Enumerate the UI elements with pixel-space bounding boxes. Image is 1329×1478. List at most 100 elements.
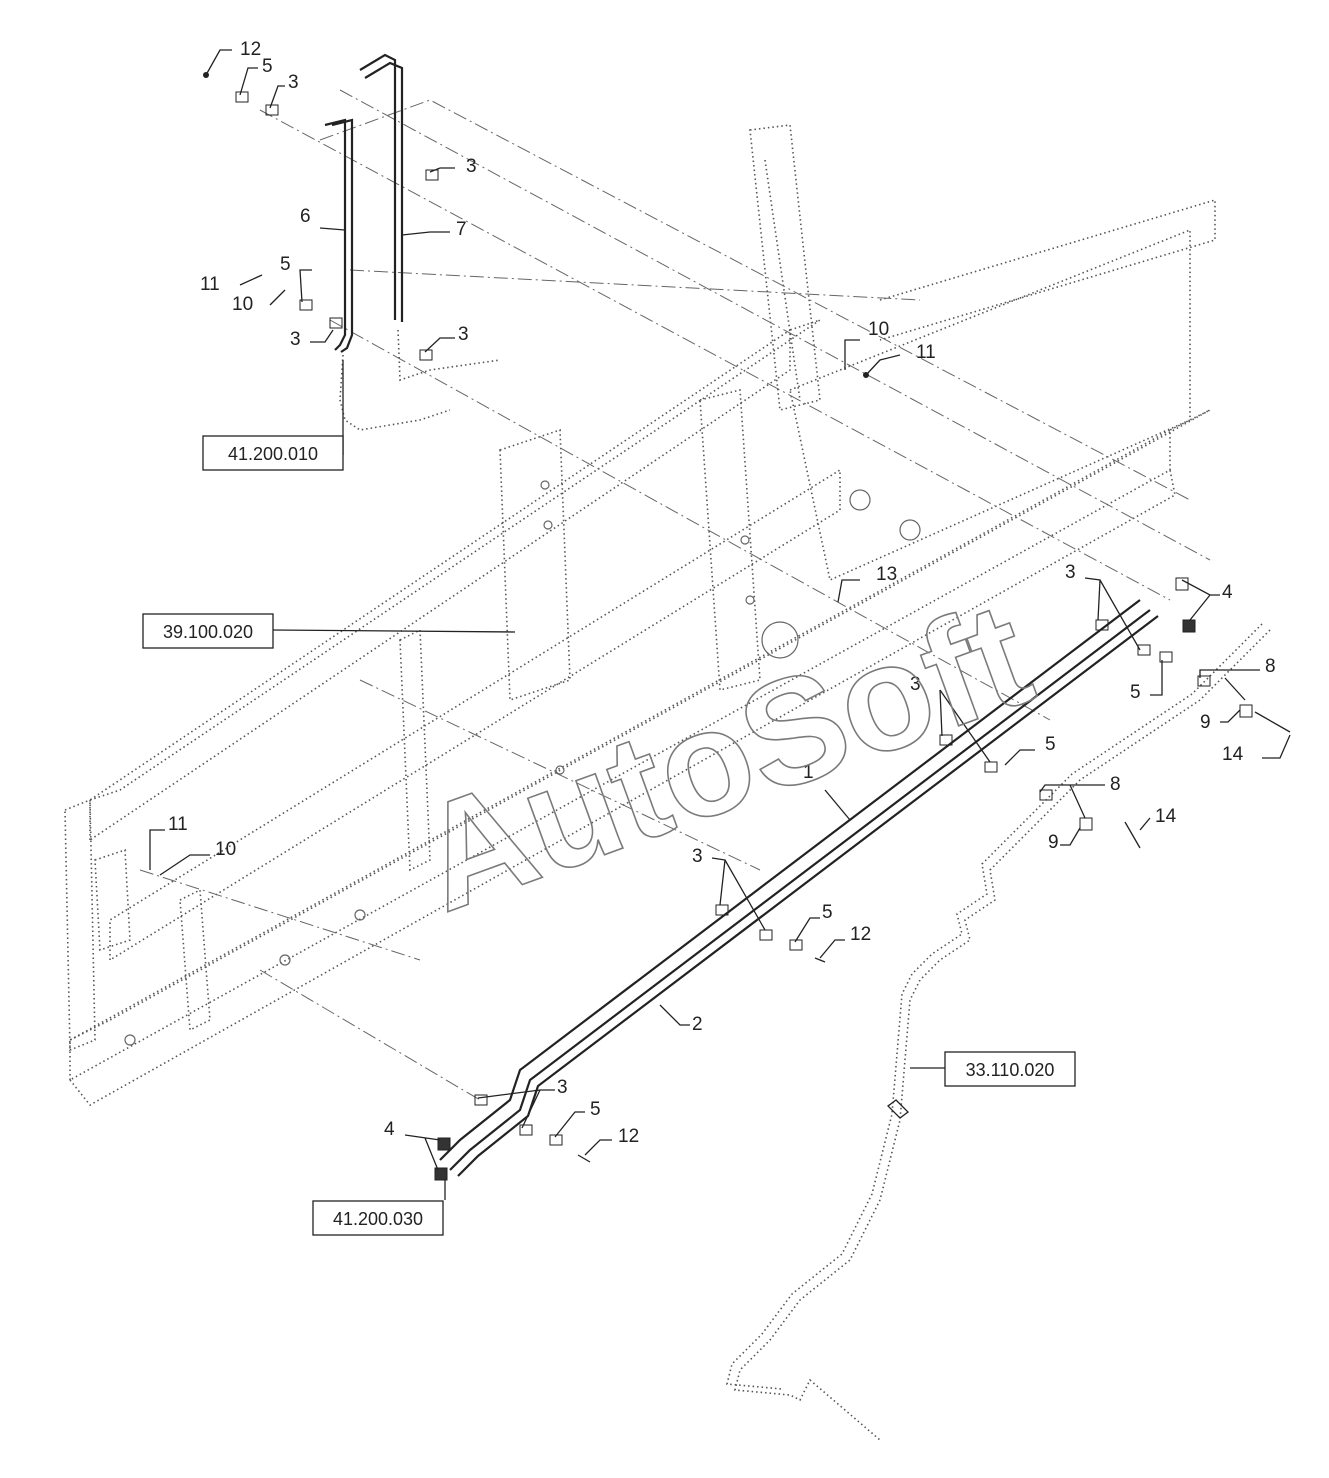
callout-label: 4 xyxy=(1222,582,1233,603)
leader-3 xyxy=(429,167,455,173)
washer-icon xyxy=(1039,789,1053,801)
callout-label: 2 xyxy=(692,1014,703,1035)
callout-label: 14 xyxy=(1155,806,1177,827)
leader-11 xyxy=(865,354,901,376)
callouts: 12 5 3 3 6 7 5 11 10 3 3 10 11 13 3 4 8 … xyxy=(168,39,1276,1147)
callout-label: 11 xyxy=(168,814,188,835)
callout-label: 12 xyxy=(618,1126,639,1147)
leader-7 xyxy=(401,231,450,236)
callout-label: 5 xyxy=(280,254,291,275)
leader-9 xyxy=(1220,709,1241,723)
leader-ref-2 xyxy=(271,629,516,633)
leader-5 xyxy=(794,917,820,943)
nut-icon xyxy=(1182,619,1196,633)
centerline xyxy=(139,869,421,961)
callout-label: 5 xyxy=(1045,734,1056,755)
ref-box-2 xyxy=(142,613,274,649)
frame-hole xyxy=(899,519,921,541)
callout-label: 6 xyxy=(300,206,311,227)
tube-7-edge xyxy=(364,61,404,322)
hose-lower-7 xyxy=(397,329,501,382)
frame-upright-b xyxy=(699,388,761,692)
clamp-icon xyxy=(329,317,343,329)
frame-assembly xyxy=(64,124,1216,1107)
callout-label: 3 xyxy=(290,329,301,350)
leader-4 xyxy=(1181,579,1220,621)
frame-end-plate xyxy=(94,848,131,952)
clamp-icon xyxy=(299,299,313,311)
callout-label: 5 xyxy=(822,902,833,923)
frame-top-rail xyxy=(879,198,1216,341)
leader-3 xyxy=(1084,577,1141,651)
bolt-icon xyxy=(577,1154,591,1163)
callout-label: 1 xyxy=(803,762,814,783)
frame-hole xyxy=(354,909,366,921)
leader-8 xyxy=(1199,669,1260,701)
frame-vertical-post xyxy=(749,124,821,411)
leader-12 xyxy=(819,939,845,959)
leader-3 xyxy=(269,85,285,109)
centerline xyxy=(319,99,1191,501)
leader-5 xyxy=(554,1111,585,1138)
leader-3 xyxy=(711,857,766,931)
ref-label-3: 33.110.020 xyxy=(966,1060,1055,1080)
callout-label: 10 xyxy=(868,319,889,340)
ref-box-3 xyxy=(944,1051,1076,1087)
centerline xyxy=(259,109,1171,601)
callout-label: 3 xyxy=(1065,562,1076,583)
leader-12 xyxy=(205,49,232,76)
ref-label-1: 41.200.010 xyxy=(228,444,318,464)
clamp-icon xyxy=(939,734,953,746)
hose-lower-6 xyxy=(339,354,451,431)
frame-hole xyxy=(745,595,755,605)
hose-long xyxy=(733,629,1271,1441)
reference-boxes: 41.200.010 39.100.020 33.110.020 41.200.… xyxy=(142,435,1076,1236)
callout-label: 9 xyxy=(1048,832,1059,853)
leader-3 xyxy=(310,329,334,343)
bolt-icon xyxy=(1254,711,1291,733)
callout-label: 7 xyxy=(456,219,467,240)
tube-2 xyxy=(439,599,1141,1161)
clamp-icon xyxy=(1095,619,1109,631)
tube-6 xyxy=(324,118,347,351)
washer-icon xyxy=(1239,704,1253,718)
clamp-icon xyxy=(474,1094,488,1106)
clamp-icon xyxy=(235,91,249,103)
frame-hole xyxy=(279,954,291,966)
callout-label: 11 xyxy=(200,274,220,295)
callout-label: 10 xyxy=(232,294,253,315)
clamp-icon xyxy=(425,169,439,181)
nut-icon xyxy=(437,1137,451,1151)
leader-13 xyxy=(837,579,860,603)
callout-label: 3 xyxy=(466,156,477,177)
bolt-icon xyxy=(1124,821,1141,849)
ref-label-2: 39.100.020 xyxy=(163,622,253,642)
frame-large-hole xyxy=(761,621,799,659)
callout-label: 8 xyxy=(1265,656,1276,677)
nut-icon xyxy=(1175,577,1189,591)
callout-label: 5 xyxy=(262,56,273,77)
leader-9 xyxy=(1060,827,1081,846)
leader-3 xyxy=(424,337,455,353)
callout-label: 3 xyxy=(910,674,921,695)
leader-10 xyxy=(159,854,210,876)
leader-11 xyxy=(239,274,263,286)
centerline xyxy=(349,269,921,301)
watermark-text: AutoSoft xyxy=(398,569,1050,943)
frame-hole xyxy=(849,489,871,511)
washer-icon xyxy=(1079,817,1093,831)
callout-label: 5 xyxy=(1130,682,1141,703)
leader-5 xyxy=(1004,749,1035,766)
callout-label: 12 xyxy=(240,39,261,60)
clamp-icon xyxy=(265,104,279,116)
ref-label-4: 41.200.030 xyxy=(333,1209,423,1229)
frame-upright-a xyxy=(499,428,571,702)
clamp-icon xyxy=(519,1124,533,1136)
clamp-icon xyxy=(984,761,998,773)
leader-14 xyxy=(1139,817,1151,831)
centerline xyxy=(339,89,1211,561)
clamp-icon xyxy=(419,349,433,361)
leader-lines xyxy=(149,49,1291,1200)
leader-3 xyxy=(939,689,991,763)
